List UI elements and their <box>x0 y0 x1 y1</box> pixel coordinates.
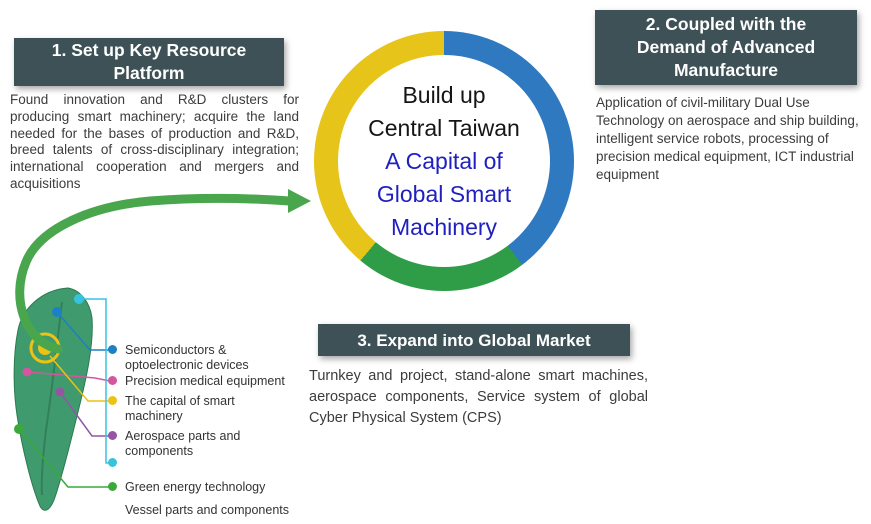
legend-row: Green energy technology <box>108 480 293 495</box>
map-ridge-line <box>40 301 63 496</box>
map-marker <box>55 387 65 397</box>
map-marker <box>74 294 84 304</box>
legend-row: Vessel parts and components <box>108 503 293 518</box>
step3-body: Turnkey and project, stand-alone smart m… <box>309 368 648 426</box>
center-subtitle: A Capital of Global Smart Machinery <box>376 147 512 240</box>
step3-header: 3. Expand into Global Market <box>318 324 630 356</box>
center-ring: Build up Central Taiwan A Capital of Glo… <box>314 31 574 291</box>
legend-label: Precision medical equipment <box>125 374 285 388</box>
legend-label: Green energy technology <box>125 480 266 494</box>
legend-dot <box>108 431 117 440</box>
legend-dot <box>108 458 117 467</box>
connector-line <box>56 311 110 351</box>
center-ring-inner: Build up Central Taiwan A Capital of Glo… <box>338 55 550 267</box>
flow-arrow-path <box>15 193 295 354</box>
legend-label: Aerospace parts and components <box>125 429 241 458</box>
map-marker <box>14 424 24 434</box>
legend-row <box>108 456 293 467</box>
legend-dot <box>108 376 117 385</box>
legend-label: Semiconductors & optoelectronic devices <box>125 343 249 372</box>
legend-row: Precision medical equipment <box>108 374 293 389</box>
connector-line <box>59 391 110 437</box>
connector-line <box>49 355 110 402</box>
map-highlight-ring <box>29 332 61 364</box>
map-marker <box>52 307 62 317</box>
step1-header: 1. Set up Key Resource Platform <box>14 38 284 86</box>
legend-dot <box>108 345 117 354</box>
legend-label: The capital of smart machinery <box>125 394 235 423</box>
map-marker <box>22 367 32 377</box>
connector-line <box>27 371 111 382</box>
legend-row: The capital of smart machinery <box>108 394 293 423</box>
connector-line <box>18 428 110 488</box>
taiwan-map-shape <box>13 287 93 511</box>
legend-row: Aerospace parts and components <box>108 429 293 458</box>
legend-dot <box>108 396 117 405</box>
step2-body: Application of civil-military Dual Use T… <box>596 95 859 182</box>
center-title: Build up Central Taiwan <box>368 81 520 141</box>
legend-label: Vessel parts and components <box>125 503 289 517</box>
step2-header: 2. Coupled with the Demand of Advanced M… <box>595 10 857 85</box>
connector-line <box>79 298 110 464</box>
legend-dot <box>108 482 117 491</box>
map-highlight-dot <box>38 341 52 355</box>
legend-row: Semiconductors & optoelectronic devices <box>108 343 293 372</box>
step1-body: Found innovation and R&D clusters for pr… <box>10 92 299 191</box>
